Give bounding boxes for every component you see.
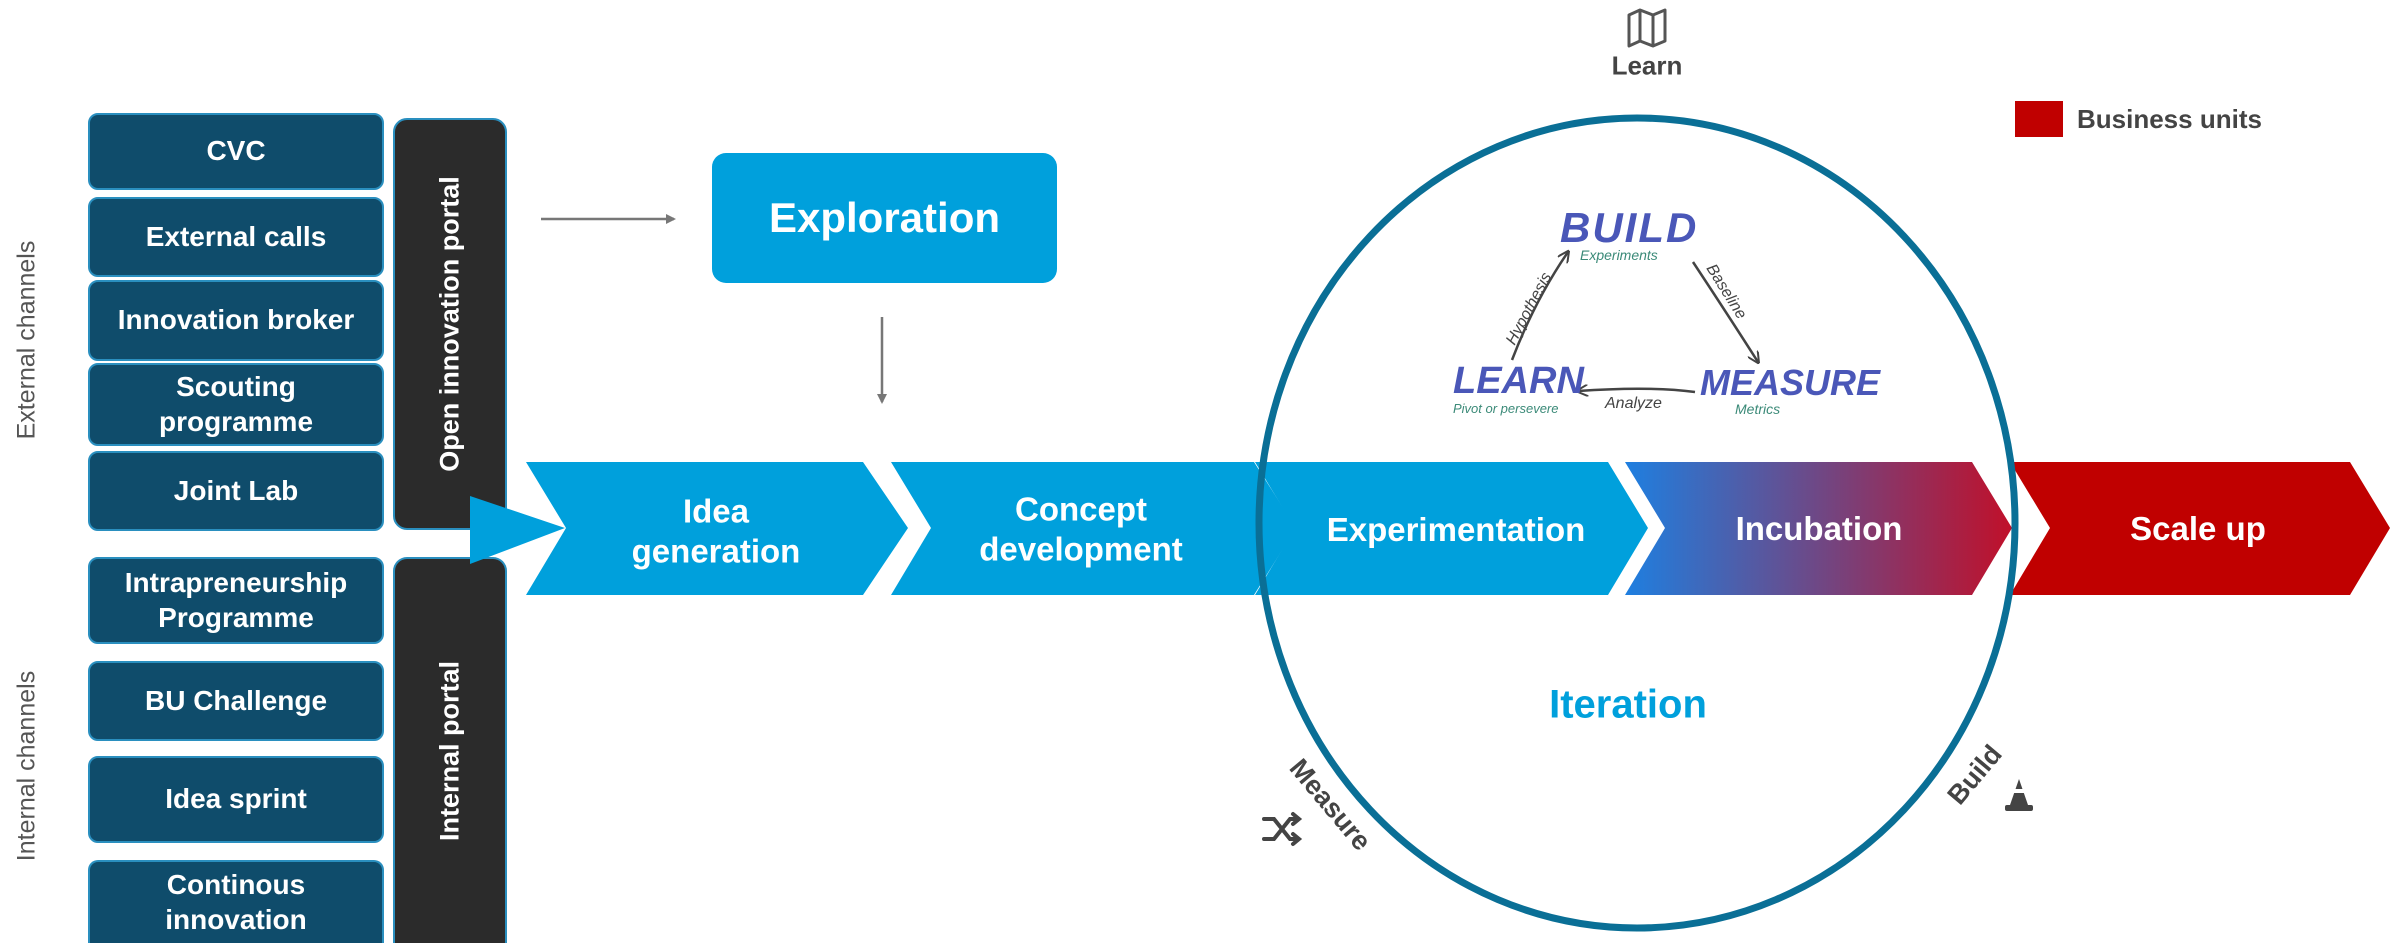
step-incubation-label: Incubation [1735,510,1903,548]
map-icon [1627,8,1667,48]
entry-arrow-head [470,496,565,564]
step-scale-up-label: Scale up [2130,510,2266,548]
cycle-learn-sub: Pivot or persevere [1453,401,1559,416]
step-idea-generation-label: Idea generation [631,492,801,569]
baseline-arrow [1691,261,1758,362]
channel-scouting-programme: Scouting programme [88,363,384,446]
internal-portal: Internal portal [393,557,507,943]
cycle-build-sub: Experiments [1580,247,1658,263]
exploration-box: Exploration [712,153,1057,283]
cycle-build-title: BUILD [1560,204,1699,251]
channel-joint-lab: Joint Lab [88,451,384,531]
iteration-ellipse [1255,114,2019,932]
channel-cvc: CVC [88,113,384,190]
cycle-measure-title: MEASURE [1700,362,1881,403]
cycle-analyze: Analyze [1605,395,1662,412]
legend-business-units: Business units [2077,104,2262,134]
shuffle-icon [1262,812,1303,846]
hypothesis-arrow [1510,252,1568,361]
cycle-learn-title: LEARN [1453,360,1584,402]
step-incubation [1625,462,2012,595]
step-concept-development [891,462,1296,595]
step-idea-generation [526,462,908,595]
step-experimentation-label: Experimentation [1326,511,1586,549]
iteration-label: Iteration [1549,682,1707,727]
cone-icon [2005,779,2033,811]
channel-bu-challenge: BU Challenge [88,661,384,741]
learn-label: Learn [1611,50,1683,81]
step-experimentation [1255,462,1648,595]
step-concept-development-label: Concept development [979,490,1183,567]
analyze-arrow [1578,389,1696,392]
channel-continous-innovation: Continous innovation [88,860,384,943]
cycle-measure-sub: Metrics [1735,401,1781,417]
channel-idea-sprint: Idea sprint [88,756,384,843]
channel-innovation-broker: Innovation broker [88,280,384,361]
channel-external-calls: External calls [88,197,384,277]
legend-swatch [2015,101,2063,137]
step-scale-up [2010,462,2390,595]
open-innovation-portal: Open innovation portal [393,118,507,530]
channel-intrapreneurship: Intrapreneurship Programme [88,557,384,644]
